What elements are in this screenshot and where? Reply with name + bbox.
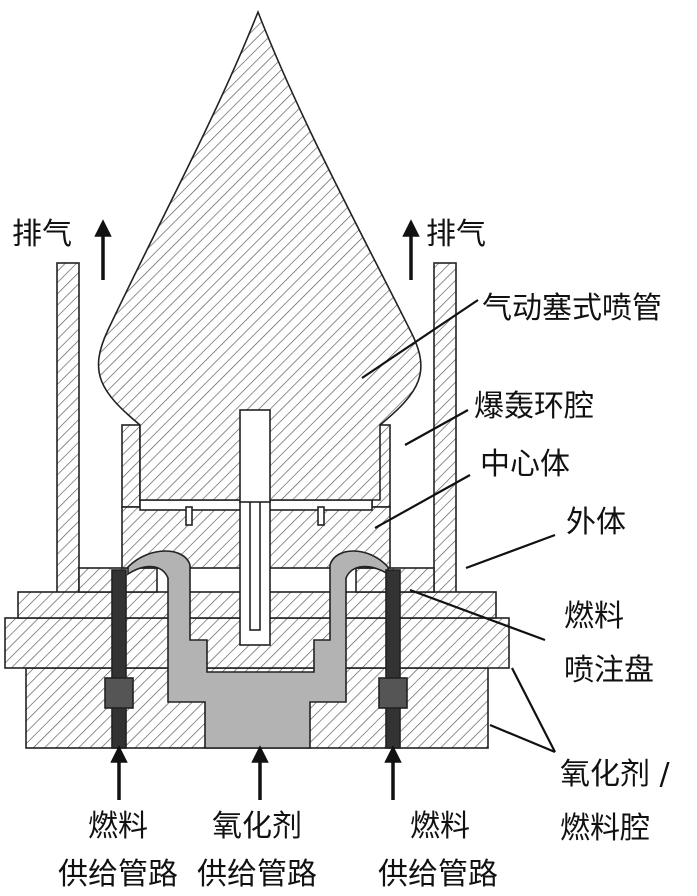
label-fuel-supply-right-1: 燃料	[410, 809, 470, 844]
label-fuel-supply-right-2: 供给管路	[378, 857, 498, 892]
label-aerospike-nozzle: 气动塞式喷管	[482, 291, 662, 326]
fuel-line-right	[385, 569, 401, 749]
injector-hole-right	[317, 506, 325, 526]
leader-plenum-2	[489, 723, 556, 754]
label-center-body: 中心体	[480, 447, 570, 482]
label-plenum-1: 氧化剂 /	[560, 757, 671, 792]
injector-hole-left	[185, 506, 193, 526]
leader-fuel-injector	[409, 588, 546, 642]
label-fuel-injector-1: 燃料	[564, 599, 624, 634]
center-body-upper-left	[121, 424, 141, 508]
label-fuel-injector-2: 喷注盘	[564, 653, 654, 688]
label-detonation-annulus: 爆轰环腔	[474, 389, 594, 424]
leader-outer-body	[465, 533, 556, 570]
fuel-line-right-fitting	[378, 677, 408, 709]
label-fuel-supply-left-2: 供给管路	[58, 857, 178, 892]
leader-plenum-1	[511, 667, 556, 753]
label-exhaust-left: 排气	[12, 217, 72, 252]
fuel-line-left	[111, 569, 127, 749]
nozzle-stem-slot	[239, 409, 271, 503]
oxidizer-channel	[127, 550, 389, 749]
outer-body-right-wall	[433, 262, 457, 596]
leader-center-body	[374, 474, 471, 529]
label-exhaust-right: 排气	[426, 217, 486, 252]
leader-aerospike-nozzle	[361, 299, 479, 379]
label-oxidizer-supply-1: 氧化剂	[212, 809, 302, 844]
outer-body-left-wall	[56, 262, 80, 596]
label-fuel-supply-left-1: 燃料	[88, 809, 148, 844]
label-oxidizer-supply-2: 供给管路	[197, 857, 317, 892]
fuel-line-left-fitting	[104, 677, 134, 709]
label-plenum-2: 燃料腔	[560, 811, 650, 846]
leader-detonation-annulus	[404, 409, 469, 446]
label-outer-body: 外体	[566, 505, 626, 540]
